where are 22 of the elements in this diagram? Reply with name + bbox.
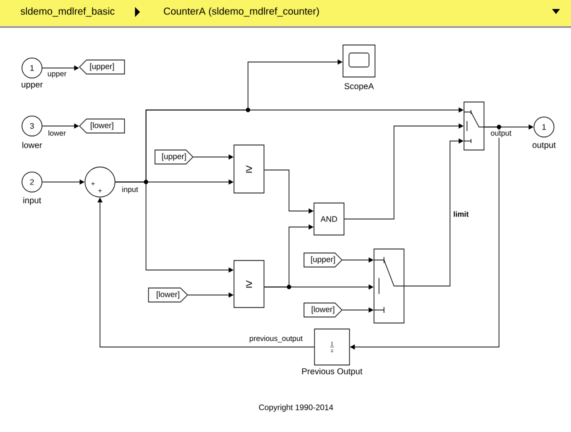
block-label: output — [532, 142, 556, 150]
breadcrumb-link: CounterA (sldemo_mdlref_counter) — [164, 7, 319, 17]
block-label: lower — [22, 142, 42, 148]
goto-tag: [upper] — [79, 60, 125, 74]
block-label: input — [23, 197, 42, 205]
breadcrumb-link: sldemo_mdlref_basic — [20, 7, 115, 17]
block-label: ScopeA — [344, 83, 374, 91]
from-tag: [lower] — [304, 302, 342, 318]
copyright-note: Copyright 1990-2014 — [259, 404, 334, 412]
goto-tag: [lower] — [79, 118, 125, 134]
from-tag: [lower] — [148, 288, 188, 302]
switch-block — [374, 248, 404, 324]
from-tag: [upper] — [154, 150, 194, 164]
switch-block — [464, 102, 484, 150]
from-tag: [upper] — [304, 252, 342, 268]
scope-block — [342, 44, 376, 78]
block-label: Previous Output — [302, 368, 362, 376]
function-block: AND — [314, 202, 344, 236]
function-block: $\frac{1}{z}$ — [314, 328, 350, 366]
function-block: ≥ — [234, 144, 264, 194]
function-block: ≥ — [234, 260, 264, 308]
block-label: upper — [22, 82, 43, 90]
